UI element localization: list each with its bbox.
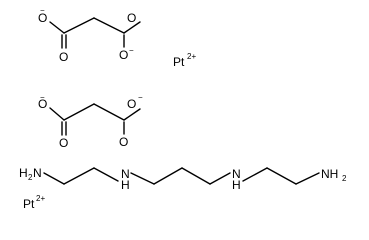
bond — [43, 172, 65, 185]
bond — [242, 167, 268, 182]
nitrogen-atom: N — [121, 167, 130, 181]
oxygen-atom: O — [119, 48, 128, 62]
platinum-ion-1: Pt 2+ — [173, 52, 196, 69]
platinum-ion-2: Pt 2+ — [23, 194, 45, 211]
platinum-atom: Pt — [23, 197, 35, 211]
bond — [93, 167, 119, 182]
subscript-2: 2 — [342, 174, 347, 183]
bond — [130, 172, 155, 185]
bond — [153, 167, 183, 185]
bond — [209, 172, 231, 185]
bond — [295, 172, 320, 185]
oxygen-atom: O — [38, 97, 47, 111]
bond — [93, 17, 125, 34]
bond — [93, 103, 125, 121]
nitrogen-atom: N — [33, 166, 42, 180]
oxygen-atom: O — [127, 11, 136, 25]
oxygen-atom: O — [38, 11, 47, 25]
oxygen-atom: O — [127, 97, 136, 111]
negative-charge: − — [40, 93, 45, 102]
subscript-2: 2 — [28, 173, 33, 182]
oxygen-atom: O — [119, 135, 128, 149]
spermine: H 2 N N H N H NH 2 — [19, 166, 347, 192]
amine-group: NH — [321, 167, 338, 181]
chemical-structure-diagram: O − O O O − Pt 2+ O − O − O O H 2 N N H — [19, 6, 347, 211]
bond — [123, 108, 141, 121]
negative-charge: − — [129, 46, 134, 55]
oxygen-atom: O — [59, 50, 68, 64]
chemical-structure-canvas: O − O O O − Pt 2+ O − O − O O H 2 N N H — [19, 6, 347, 211]
negative-charge: − — [138, 93, 143, 102]
bond — [63, 103, 95, 121]
bond — [63, 17, 95, 34]
ion-charge: 2+ — [36, 194, 45, 203]
bond — [266, 167, 297, 185]
bond — [181, 167, 211, 185]
bond — [49, 21, 65, 34]
malonate-1: O − O O O − — [38, 6, 141, 64]
amine-hydrogen: H — [232, 178, 241, 192]
platinum-atom: Pt — [173, 55, 185, 69]
oxygen-atom: O — [59, 136, 68, 150]
negative-charge: − — [40, 6, 45, 15]
bond — [49, 107, 65, 121]
bond — [63, 167, 95, 185]
amine-hydrogen: H — [121, 178, 130, 192]
bond — [123, 21, 141, 34]
malonate-2: O − O − O O — [38, 93, 143, 150]
amine-hydrogen: H — [19, 166, 28, 180]
ion-charge: 2+ — [187, 52, 196, 61]
nitrogen-atom: N — [232, 167, 241, 181]
